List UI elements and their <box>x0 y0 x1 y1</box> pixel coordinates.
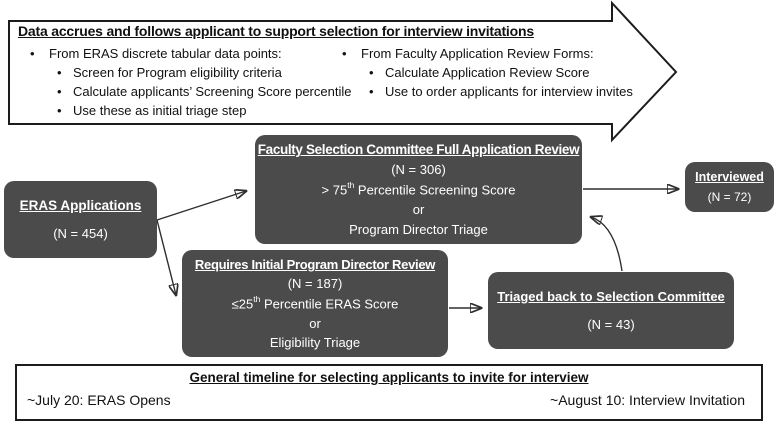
node-title: Interviewed <box>695 170 764 184</box>
node-title: Faculty Selection Committee Full Applica… <box>257 142 580 158</box>
bullet-icon <box>30 44 49 63</box>
arrow-triaged-to-faculty <box>591 217 623 272</box>
criterion-ordinal: th <box>253 294 261 305</box>
node-count: (N = 454) <box>53 226 108 242</box>
banner-heading: From Faculty Application Review Forms: <box>361 46 594 61</box>
timeline-event-interview-invitation: ~August 10: Interview Invitation <box>550 392 745 408</box>
node-faculty-full-application-review: Faculty Selection Committee Full Applica… <box>255 135 582 244</box>
banner-item-label: Screen for Program eligibility criteria <box>73 65 282 80</box>
banner-column-faculty: From Faculty Application Review Forms: C… <box>342 44 642 101</box>
node-requires-program-director-review: Requires Initial Program Director Review… <box>182 250 448 357</box>
banner-item: Use these as initial triage step <box>57 101 348 120</box>
timeline-title: General timeline for selecting applicant… <box>189 370 589 385</box>
bullet-icon <box>369 82 385 101</box>
banner-column-eras: From ERAS discrete tabular data points: … <box>30 44 352 120</box>
banner-item-label: Calculate Application Review Score <box>385 65 590 80</box>
node-count: (N = 72) <box>707 190 752 204</box>
bullet-icon <box>57 101 73 120</box>
timeline-row: ~July 20: ERAS Opens ~August 10: Intervi… <box>17 392 761 408</box>
banner-item: Screen for Program eligibility criteria <box>57 63 348 82</box>
banner-title: Data accrues and follows applicant to su… <box>18 23 534 39</box>
banner-item: Calculate Application Review Score <box>369 63 642 82</box>
node-count: (N = 43) <box>587 317 635 333</box>
arrow-eras-to-faculty <box>156 191 246 221</box>
node-alternative: Program Director Triage <box>349 221 488 237</box>
node-title: Requires Initial Program Director Review <box>194 257 436 273</box>
criterion-ordinal: th <box>347 180 355 191</box>
arrow-eras-to-requires <box>156 219 176 295</box>
node-triaged-back-to-committee: Triaged back to Selection Committee (N =… <box>488 272 734 349</box>
bullet-icon <box>369 63 385 82</box>
node-interviewed: Interviewed (N = 72) <box>685 162 774 212</box>
node-eras-applications: ERAS Applications (N = 454) <box>4 181 157 258</box>
banner-item-label: Use to order applicants for interview in… <box>385 84 633 99</box>
criterion-text: > 75 <box>321 182 348 198</box>
banner-item-label: Use these as initial triage step <box>73 103 247 118</box>
bullet-icon <box>57 82 73 101</box>
node-alternative: Eligibility Triage <box>269 334 361 350</box>
node-criterion: ≤25th Percentile ERAS Score <box>231 294 399 312</box>
node-or: or <box>412 202 425 218</box>
node-criterion: > 75th Percentile Screening Score <box>321 180 516 198</box>
bullet-icon <box>57 63 73 82</box>
banner-arrow-shape <box>8 0 678 143</box>
banner-heading-row: From ERAS discrete tabular data points: <box>30 44 348 63</box>
banner-item: Calculate applicants’ Screening Score pe… <box>57 82 352 101</box>
banner-heading: From ERAS discrete tabular data points: <box>49 46 282 61</box>
node-or: or <box>309 315 321 331</box>
criterion-text: Percentile Screening Score <box>354 182 516 198</box>
timeline-event-eras-opens: ~July 20: ERAS Opens <box>27 392 171 408</box>
node-title: Triaged back to Selection Committee <box>497 288 725 304</box>
criterion-text: ≤25 <box>231 296 254 312</box>
node-title: ERAS Applications <box>19 197 142 213</box>
criterion-text: Percentile ERAS Score <box>260 296 399 312</box>
node-count: (N = 306) <box>391 161 446 177</box>
bullet-icon <box>342 44 361 63</box>
banner-heading-row: From Faculty Application Review Forms: <box>342 44 642 63</box>
banner-item-label: Calculate applicants’ Screening Score pe… <box>73 84 352 99</box>
banner-item: Use to order applicants for interview in… <box>369 82 642 101</box>
node-count: (N = 187) <box>287 276 343 292</box>
timeline-box: General timeline for selecting applicant… <box>15 364 763 421</box>
